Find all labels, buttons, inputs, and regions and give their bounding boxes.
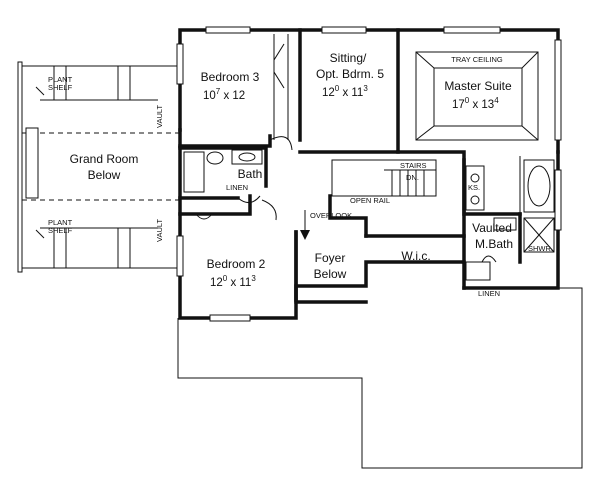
open-rail-label: OPEN RAIL [350, 196, 390, 205]
overlook-arrow [300, 210, 310, 240]
bath-label: Bath [238, 167, 263, 181]
master-bath-fixtures [465, 159, 555, 253]
master-bath-label-1: Vaulted [472, 221, 512, 235]
tray-ceiling [415, 51, 539, 141]
foyer-label-1: Foyer [315, 251, 346, 265]
wic-label: W.i.c. [401, 249, 430, 263]
plant-shelf-1b: SHELF [48, 83, 73, 92]
overlook-label: OVERLOOK [310, 211, 352, 220]
grand-room-area [17, 61, 182, 273]
windows [176, 26, 562, 322]
shwr-label: SHWR. [528, 244, 553, 253]
doors [195, 43, 497, 263]
bedroom2-dim: 120 x 113 [210, 274, 256, 289]
plant-shelf-2a: PLANT [48, 218, 73, 227]
ks-label: KS. [468, 183, 480, 192]
plant-shelf-1a: PLANT [48, 75, 73, 84]
tray-ceiling-label: TRAY CEILING [451, 55, 503, 64]
sitting-dim: 120 x 113 [322, 84, 368, 99]
lower-floor-outline [177, 287, 583, 469]
master-bath-label-2: M.Bath [475, 237, 513, 251]
bedroom3-dim: 107 x 12 [203, 87, 245, 102]
bedroom3-label: Bedroom 3 [201, 70, 260, 84]
down-label: DN. [406, 173, 419, 182]
labels: Grand Room Below PLANT SHELF PLANT SHELF… [48, 51, 553, 298]
linen-label-2: LINEN [478, 289, 500, 298]
linen-closet [465, 261, 491, 281]
master-suite-dim: 170 x 134 [452, 96, 499, 111]
sitting-label-1: Sitting/ [330, 51, 367, 65]
interior-walls [178, 28, 522, 302]
grand-room-label-1: Grand Room [70, 152, 139, 166]
bedroom2-label: Bedroom 2 [207, 257, 266, 271]
bath-fixtures [183, 149, 263, 193]
vault-label-2: VAULT [155, 219, 164, 242]
grand-room-label-2: Below [88, 168, 121, 182]
foyer-label-2: Below [314, 267, 347, 281]
linen-label-1: LINEN [226, 183, 248, 192]
sitting-label-2: Opt. Bdrm. 5 [316, 67, 384, 81]
master-suite-label: Master Suite [444, 79, 512, 93]
plant-shelf-2b: SHELF [48, 226, 73, 235]
stair-treads [384, 169, 436, 196]
vault-label-1: VAULT [155, 105, 164, 128]
stairs-label: STAIRS [400, 161, 427, 170]
